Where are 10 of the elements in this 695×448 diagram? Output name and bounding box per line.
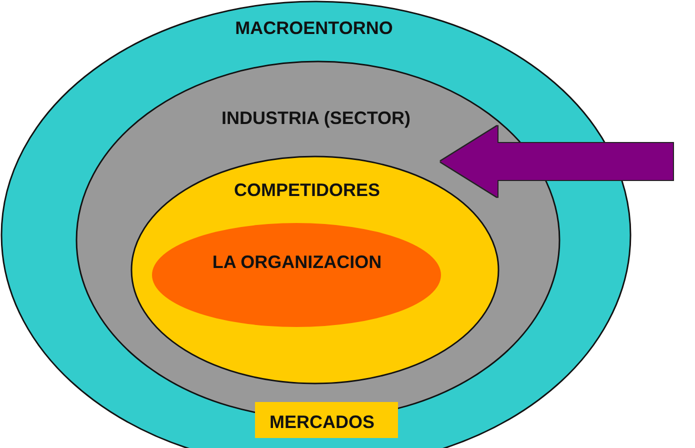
ellipse-region <box>130 155 500 385</box>
region-label: INDUSTRIA (SECTOR) <box>222 107 410 129</box>
ellipse-region <box>152 223 441 327</box>
label-panel <box>255 402 398 438</box>
block-arrow <box>440 126 673 197</box>
region-label: MACROENTORNO <box>235 17 393 39</box>
region-label: LA ORGANIZACION <box>212 251 382 273</box>
region-label: MERCADOS <box>270 411 374 433</box>
region-label: COMPETIDORES <box>234 179 380 201</box>
ellipse-region <box>0 0 632 448</box>
